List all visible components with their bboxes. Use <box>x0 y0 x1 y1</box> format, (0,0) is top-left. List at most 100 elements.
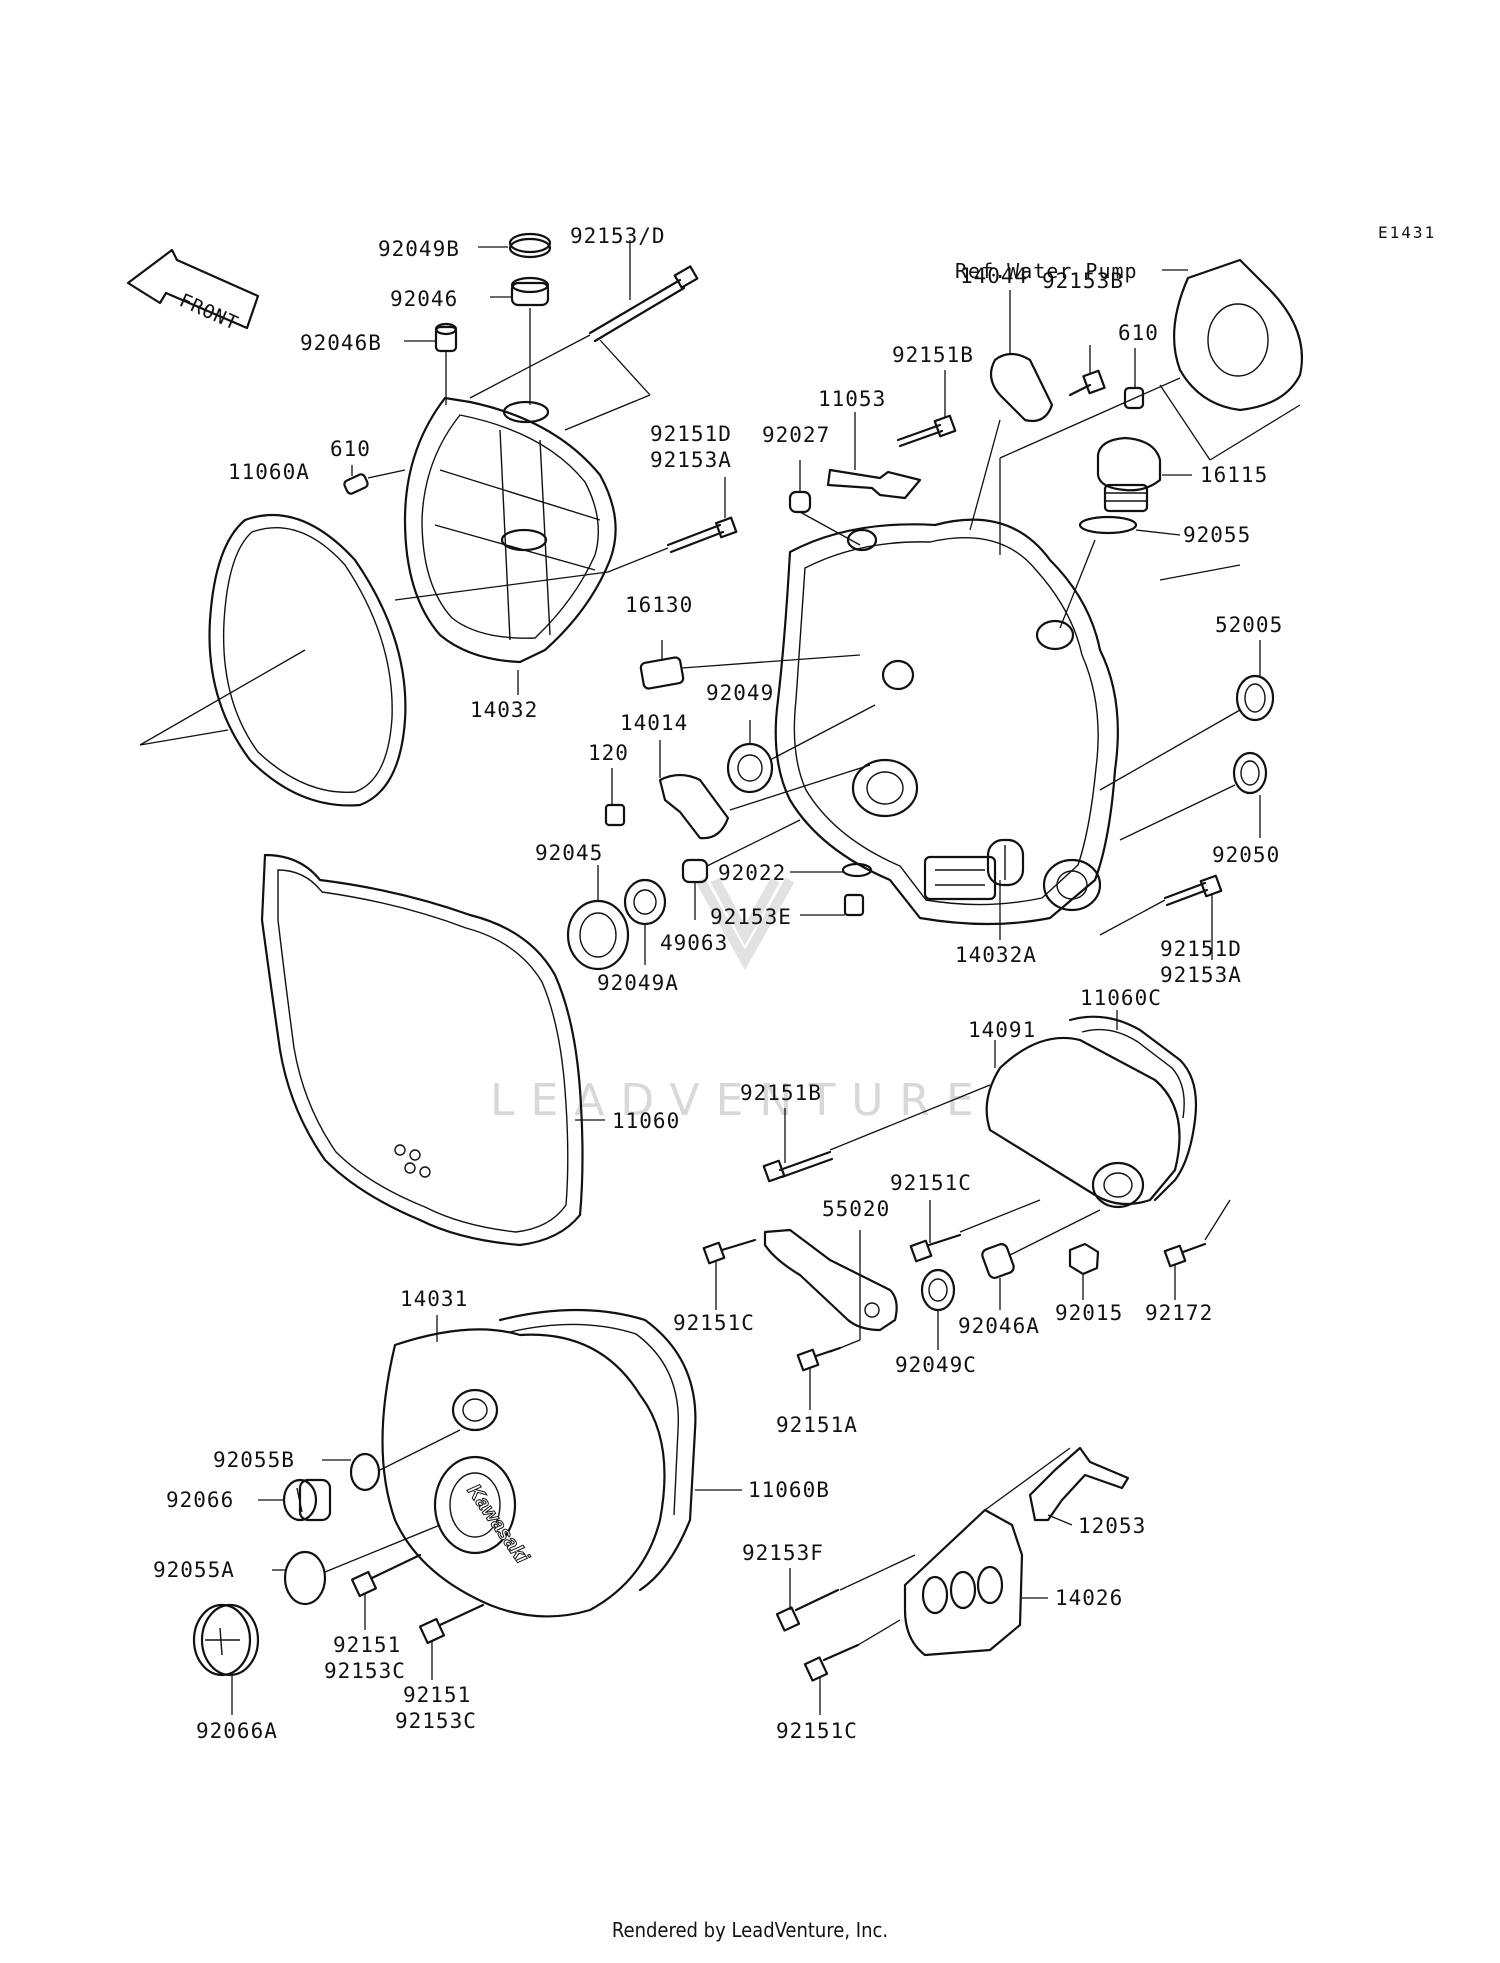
gasket-11060 <box>260 853 605 1247</box>
o-ring-92055a <box>272 1524 441 1606</box>
label-11053[interactable]: 11053 <box>818 387 886 411</box>
label-92151d-upper[interactable]: 92151D <box>650 422 732 446</box>
label-92151c-mid[interactable]: 92151C <box>890 1171 972 1195</box>
label-11060b[interactable]: 11060B <box>748 1478 830 1502</box>
label-49063[interactable]: 49063 <box>660 931 728 955</box>
label-14032a[interactable]: 14032A <box>955 943 1037 967</box>
bolt-92151d-lower <box>1099 874 1223 960</box>
label-92066a[interactable]: 92066A <box>196 1719 278 1743</box>
label-92151c-left[interactable]: 92151C <box>673 1311 755 1335</box>
washer-92022 <box>790 862 873 878</box>
oil-seal-92049c <box>920 1268 956 1350</box>
label-11060c[interactable]: 11060C <box>1080 986 1162 1010</box>
gasket-11060a <box>139 513 407 807</box>
label-92153f[interactable]: 92153F <box>742 1541 824 1565</box>
label-92153a-lower[interactable]: 92153A <box>1160 963 1242 987</box>
washer-92049b <box>478 232 552 259</box>
label-92015[interactable]: 92015 <box>1055 1301 1123 1325</box>
part-number-labels: 92049B 92153/D 92046 92046B 610 11060A 1… <box>153 224 1283 1743</box>
bolt-92151c-left <box>702 1238 757 1310</box>
label-92050[interactable]: 92050 <box>1212 843 1280 867</box>
label-14044[interactable]: 14044 <box>960 264 1028 288</box>
label-92046[interactable]: 92046 <box>390 287 458 311</box>
label-92151b-upper[interactable]: 92151B <box>892 343 974 367</box>
label-14026[interactable]: 14026 <box>1055 1586 1123 1610</box>
label-92151a[interactable]: 92151A <box>776 1413 858 1437</box>
gasket-11060c <box>1068 1010 1198 1202</box>
label-12053[interactable]: 12053 <box>1078 1514 1146 1538</box>
label-92151c-bottom[interactable]: 92151C <box>776 1719 858 1743</box>
oil-seal-92049a <box>623 878 667 965</box>
bolt-92153d <box>469 240 699 431</box>
bolt-92151c-bottom <box>803 1619 901 1715</box>
small-cover-14091 <box>985 1036 1181 1209</box>
footer-credit: Rendered by LeadVenture, Inc. <box>611 1918 889 1942</box>
label-92151-upper[interactable]: 92151 <box>333 1633 401 1657</box>
label-92049b[interactable]: 92049B <box>378 237 460 261</box>
bolt-92153f <box>775 1554 916 1632</box>
lever-14014 <box>658 740 871 840</box>
water-pump-reference-note: Ref.Water Pump <box>955 259 1138 283</box>
bracket-55020 <box>763 1228 898 1353</box>
plug-92066a <box>192 1603 260 1715</box>
bolt-92151a <box>796 1346 842 1410</box>
o-ring-92055b <box>322 1429 461 1492</box>
label-16130[interactable]: 16130 <box>625 593 693 617</box>
label-14091[interactable]: 14091 <box>968 1018 1036 1042</box>
label-92153c-lower[interactable]: 92153C <box>395 1709 477 1733</box>
water-pump-reference <box>999 258 1304 555</box>
label-92027[interactable]: 92027 <box>762 423 830 447</box>
drain-bolt-92153e <box>800 893 865 917</box>
label-92055b[interactable]: 92055B <box>213 1448 295 1472</box>
label-92172[interactable]: 92172 <box>1145 1301 1213 1325</box>
label-92153b[interactable]: 92153B <box>1042 269 1124 293</box>
label-55020[interactable]: 55020 <box>822 1197 890 1221</box>
label-92151b-lower[interactable]: 92151B <box>740 1081 822 1105</box>
label-92049c[interactable]: 92049C <box>895 1353 977 1377</box>
label-92153d[interactable]: 92153/D <box>570 224 666 248</box>
label-92153e[interactable]: 92153E <box>710 905 792 929</box>
label-92066[interactable]: 92066 <box>166 1488 234 1512</box>
o-ring-92055 <box>1059 515 1181 629</box>
nut-92015 <box>1068 1242 1100 1300</box>
label-92049a[interactable]: 92049A <box>597 971 679 995</box>
label-92046b[interactable]: 92046B <box>300 331 382 355</box>
crankcase-cover-14031: Kawasaki <box>381 1308 742 1618</box>
label-120[interactable]: 120 <box>588 741 629 765</box>
oil-seal-92049 <box>726 704 876 794</box>
bolt-92151b-upper <box>896 370 957 448</box>
filler-cap-16115 <box>1096 436 1192 513</box>
ball-bearing-92045 <box>566 865 630 971</box>
diagram-code: E1431 <box>1378 223 1437 242</box>
bolt-16130 <box>639 640 861 690</box>
label-92055[interactable]: 92055 <box>1183 523 1251 547</box>
collar-92027 <box>788 460 861 546</box>
label-92153c-upper[interactable]: 92153C <box>324 1659 406 1683</box>
label-92153a-upper[interactable]: 92153A <box>650 448 732 472</box>
collar-49063 <box>681 819 801 920</box>
bolt-92151d-upper <box>394 477 738 601</box>
label-11060[interactable]: 11060 <box>612 1109 680 1133</box>
bolt-92153b <box>1068 345 1106 397</box>
label-14031[interactable]: 14031 <box>400 1287 468 1311</box>
label-14014[interactable]: 14014 <box>620 711 688 735</box>
dowel-610-right <box>1123 348 1145 410</box>
label-52005[interactable]: 52005 <box>1215 613 1283 637</box>
bolt-92151-upper <box>350 1553 422 1630</box>
label-92049[interactable]: 92049 <box>706 681 774 705</box>
label-14032[interactable]: 14032 <box>470 698 538 722</box>
front-arrow-label: FRONT <box>176 289 242 334</box>
label-610-right[interactable]: 610 <box>1118 321 1159 345</box>
front-arrow: FRONT <box>126 248 260 335</box>
label-92151d-lower[interactable]: 92151D <box>1160 937 1242 961</box>
label-92055a[interactable]: 92055A <box>153 1558 235 1582</box>
label-11060a[interactable]: 11060A <box>228 460 310 484</box>
label-16115[interactable]: 16115 <box>1200 463 1268 487</box>
label-92022[interactable]: 92022 <box>718 861 786 885</box>
label-610-left[interactable]: 610 <box>330 437 371 461</box>
label-92045[interactable]: 92045 <box>535 841 603 865</box>
outer-cover-14032 <box>403 396 617 695</box>
label-92151-lower[interactable]: 92151 <box>403 1683 471 1707</box>
label-92046a[interactable]: 92046A <box>958 1314 1040 1338</box>
